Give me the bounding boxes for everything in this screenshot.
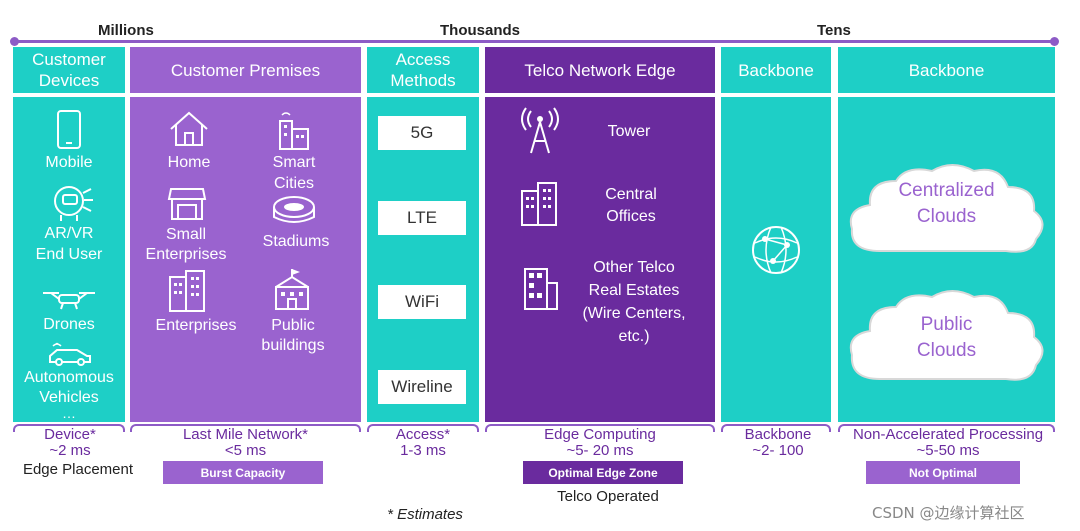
access-lte: LTE [378, 201, 466, 235]
device-vehicles: Vehicles [39, 389, 99, 406]
footer-device: Device* ~2 ms [0, 427, 140, 459]
header-backbone-1: Backbone [721, 47, 831, 93]
stadium-icon [273, 196, 315, 223]
premise-enterprises: Enterprises [155, 317, 237, 334]
column-access-methods: 5G LTE WiFi Wireline [367, 97, 479, 422]
footer-device-label: Device* [44, 426, 96, 443]
mobile-icon [57, 110, 81, 149]
access-5g: 5G [378, 116, 466, 150]
premise-smart: Smart [272, 154, 316, 171]
smart-city-icon [279, 112, 309, 150]
bracket-nonacc [838, 424, 1055, 432]
globe-network-icon [752, 226, 800, 274]
column-customer-devices: Mobile AR/VR End User Drones Autonomous … [13, 97, 125, 422]
premise-small: Small [165, 226, 206, 243]
footer-edge-computing-ms: ~5- 20 ms [566, 442, 634, 459]
bracket-edge [485, 424, 715, 432]
scale-thousands: Thousands [440, 22, 521, 39]
bracket-devices [13, 424, 125, 432]
device-mobile: Mobile [45, 154, 93, 171]
access-wireline: Wireline [378, 370, 466, 404]
scale-millions: Millions [98, 22, 154, 39]
scale-dot-right [1050, 37, 1059, 46]
premise-small-enterprises: Enterprises [145, 246, 227, 263]
cloud-centralized: Centralized [898, 180, 995, 201]
car-icon [49, 342, 91, 366]
bracket-backbone [721, 424, 831, 432]
office-building-icon [169, 270, 205, 312]
cloud-icon [849, 290, 1044, 381]
vr-headset-icon [54, 186, 93, 221]
column-telco-edge: Tower Central Offices Other Telco Real E… [485, 97, 715, 422]
header-access-methods: Access Methods [367, 47, 479, 93]
edge-central: Central [605, 186, 657, 203]
edge-tower: Tower [607, 123, 651, 140]
footer-backbone-label: Backbone [744, 426, 812, 443]
premise-home: Home [167, 154, 211, 171]
tag-not-optimal: Not Optimal [866, 461, 1020, 484]
footer-nonacc-label: Non-Accelerated Processing [852, 426, 1044, 443]
tag-optimal-edge-zone: Optimal Edge Zone [523, 461, 683, 484]
footer-access-label: Access* [395, 426, 451, 443]
premise-public-buildings: buildings [261, 337, 325, 354]
premise-public: Public [271, 317, 315, 334]
public-building-icon [275, 269, 309, 310]
column-customer-premises: Home Smart Cities Small Enterprises Stad… [130, 97, 361, 422]
device-drones: Drones [43, 316, 95, 333]
tower-icon [521, 107, 559, 154]
footer-edge-computing-label: Edge Computing [544, 426, 656, 443]
column-backbone-1 [721, 97, 831, 422]
header-telco-edge: Telco Network Edge [485, 47, 715, 93]
drone-icon [43, 292, 95, 310]
device-end: End User [35, 246, 103, 263]
premise-cities: Cities [273, 175, 314, 192]
bracket-premises [130, 424, 361, 432]
edge-real-estates: Real Estates [588, 282, 680, 299]
footer-lastmile-label: Last Mile Network* [182, 426, 309, 443]
cloud-public: Public [920, 314, 973, 335]
edge-offices: Offices [606, 208, 656, 225]
footer-access-ms: 1-3 ms [400, 442, 446, 459]
scale-dot-left [10, 37, 19, 46]
premise-stadiums: Stadiums [262, 233, 330, 250]
header-customer-devices: Customer Devices [13, 47, 125, 93]
watermark: CSDN @边缘计算社区 [872, 504, 1025, 522]
cloud-public-clouds: Clouds [916, 340, 977, 361]
footer-lastmile-ms: <5 ms [224, 442, 267, 459]
cloud-icon [849, 164, 1044, 253]
footer-backbone-ms: ~2- 100 [752, 442, 804, 459]
footer-lastmile: Last Mile Network* <5 ms [130, 427, 361, 459]
footer-nonacc: Non-Accelerated Processing ~5-50 ms [836, 427, 1060, 459]
footer-edge-placement: Edge Placement [22, 461, 134, 478]
column-backbone-2: Centralized Clouds Public Clouds [838, 97, 1055, 422]
footer-backbone: Backbone ~2- 100 [721, 427, 835, 459]
header-customer-premises: Customer Premises [130, 47, 361, 93]
device-autonomous: Autonomous [24, 369, 114, 386]
edge-etc: etc.) [618, 328, 650, 345]
footer-edge-computing: Edge Computing ~5- 20 ms [485, 427, 715, 459]
footer-device-ms: ~2 ms [49, 442, 91, 459]
tag-burst-capacity: Burst Capacity [163, 461, 323, 484]
footer-estimates: * Estimates [387, 506, 463, 523]
footer-telco-operated: Telco Operated [557, 488, 659, 505]
real-estate-icon [524, 268, 558, 310]
footer-access: Access* 1-3 ms [367, 427, 479, 459]
store-icon [167, 188, 207, 220]
scale-tens: Tens [817, 22, 851, 39]
access-wifi: WiFi [378, 285, 466, 319]
bracket-access [367, 424, 479, 432]
header-backbone-2: Backbone [838, 47, 1055, 93]
device-more: … [62, 405, 76, 421]
edge-other-telco: Other Telco [593, 259, 675, 276]
scale-line [14, 40, 1054, 43]
device-arvr: AR/VR [44, 225, 94, 242]
footer-nonacc-ms: ~5-50 ms [916, 442, 980, 459]
central-office-icon [521, 182, 557, 226]
home-icon [170, 111, 208, 146]
cloud-centralized-clouds: Clouds [916, 206, 977, 227]
edge-wire-centers: (Wire Centers, [582, 305, 686, 322]
